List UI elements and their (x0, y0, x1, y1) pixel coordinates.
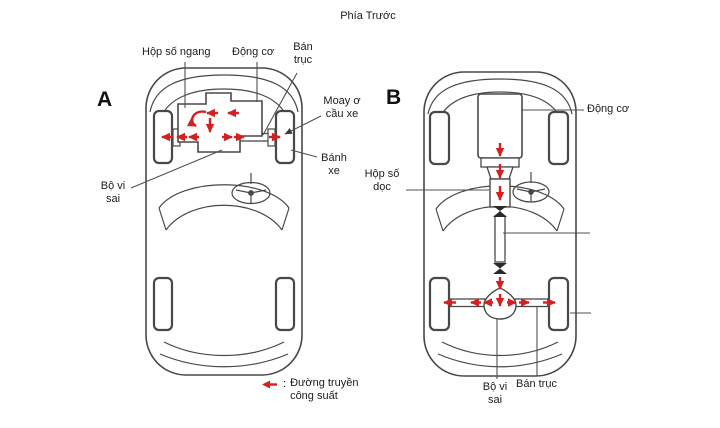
car-a-steering-wheel (231, 173, 271, 205)
label-b-longitudinal-gearbox: Hộp số dọc (364, 168, 400, 193)
car-a-power-flow-arrows (161, 108, 281, 142)
power-flow-arrow-icon (262, 380, 277, 389)
car-b-axle-and-wheels (428, 110, 570, 332)
label-b-differential: Bộ vi sai (482, 381, 508, 406)
label-a-transverse-gearbox: Hộp số ngang (142, 46, 211, 58)
legend-separator: : (283, 378, 287, 390)
car-b-universal-joints (493, 206, 507, 274)
label-b-engine: Động cơ (587, 103, 630, 115)
label-a-half-shaft: Bán trục (293, 41, 313, 66)
diagram-title: Phía Trước (340, 10, 396, 22)
car-b-callout-lines (406, 109, 591, 379)
label-b-half-shaft: Bán trục (516, 378, 557, 390)
label-a-differential: Bộ vi sai (100, 180, 126, 205)
legend-label: Đường truyền công suất (290, 377, 359, 403)
car-b-steering-wheel (512, 172, 550, 203)
diagram-a-letter: A (97, 88, 113, 111)
car-a-callout-lines (130, 62, 322, 189)
label-a-wheel-hub: Moay ơ cầu xe (323, 95, 361, 120)
car-a-body (145, 67, 303, 376)
label-a-engine: Động cơ (232, 46, 275, 58)
label-a-wheel: Bánh xe (321, 152, 347, 177)
diagram-b-letter: B (386, 86, 402, 109)
car-b-power-flow-arrows (443, 143, 556, 307)
legend: : Đường truyền công suất (261, 377, 372, 404)
